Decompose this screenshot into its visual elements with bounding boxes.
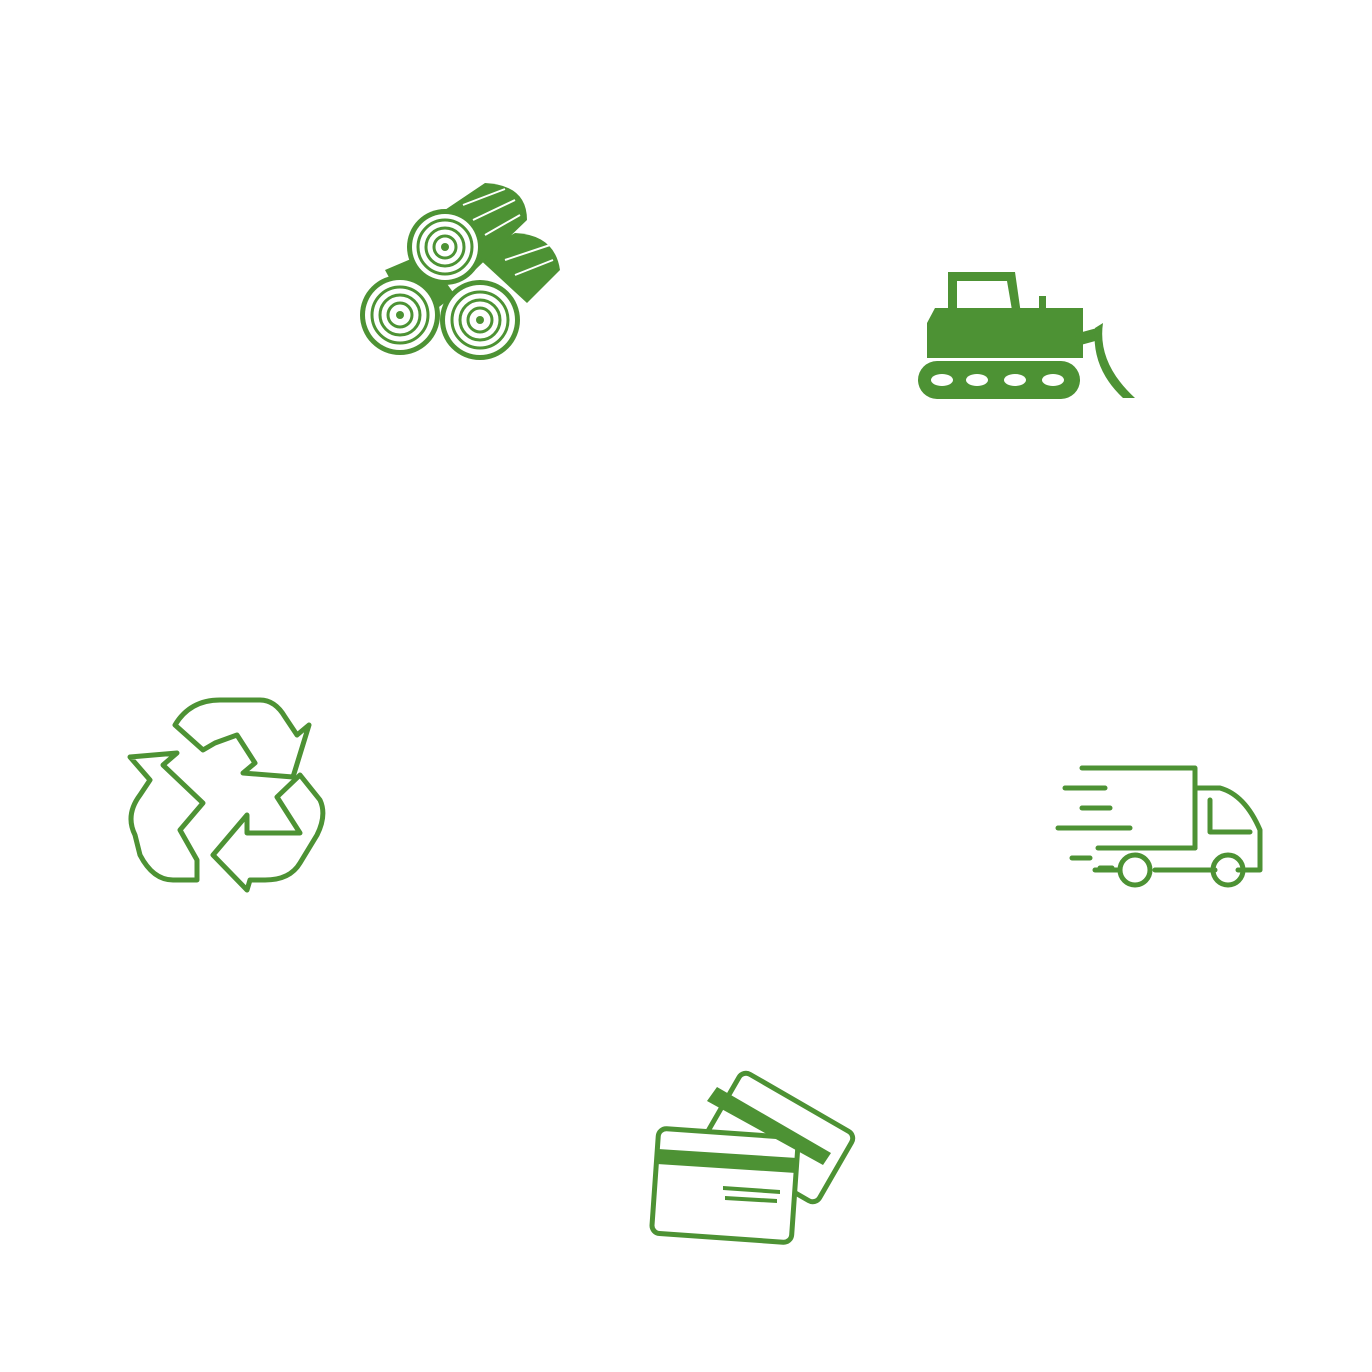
logs-icon xyxy=(355,175,565,365)
bulldozer-icon xyxy=(915,268,1140,403)
delivery-truck-icon xyxy=(1050,760,1270,895)
recycle-icon xyxy=(125,695,330,900)
credit-cards-icon xyxy=(645,1065,856,1250)
